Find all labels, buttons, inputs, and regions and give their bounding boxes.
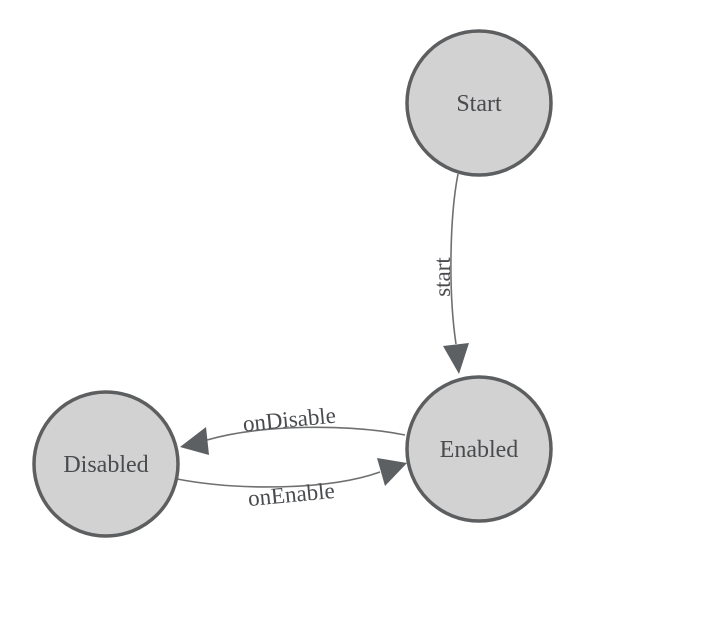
node-label-start: Start [456,91,502,117]
edge-label-start: start [430,257,455,297]
edge-enabled-to-disabled: onDisable [180,403,406,455]
node-circle-disabled [32,390,180,538]
node-label-enabled: Enabled [440,437,519,463]
edge-start-to-enabled: start [430,173,469,374]
edge-label-on-disable: onDisable [242,403,337,437]
edge-line-disabled-to-enabled [176,471,381,488]
node-circle-enabled [405,375,553,523]
arrowhead-start-to-enabled [443,343,469,374]
node-disabled: Disabled [32,390,180,538]
edge-line-enabled-to-disabled [206,426,406,441]
node-start: Start [405,29,553,177]
edge-label-on-enable: onEnable [247,478,336,511]
arrowhead-enabled-to-disabled [180,427,209,455]
edge-disabled-to-enabled: onEnable [176,458,407,511]
arrowhead-disabled-to-enabled [377,458,407,486]
edge-line-start-to-enabled [450,173,459,345]
node-label-disabled: Disabled [63,452,148,478]
node-enabled: Enabled [405,375,553,523]
node-circle-start [405,29,553,177]
